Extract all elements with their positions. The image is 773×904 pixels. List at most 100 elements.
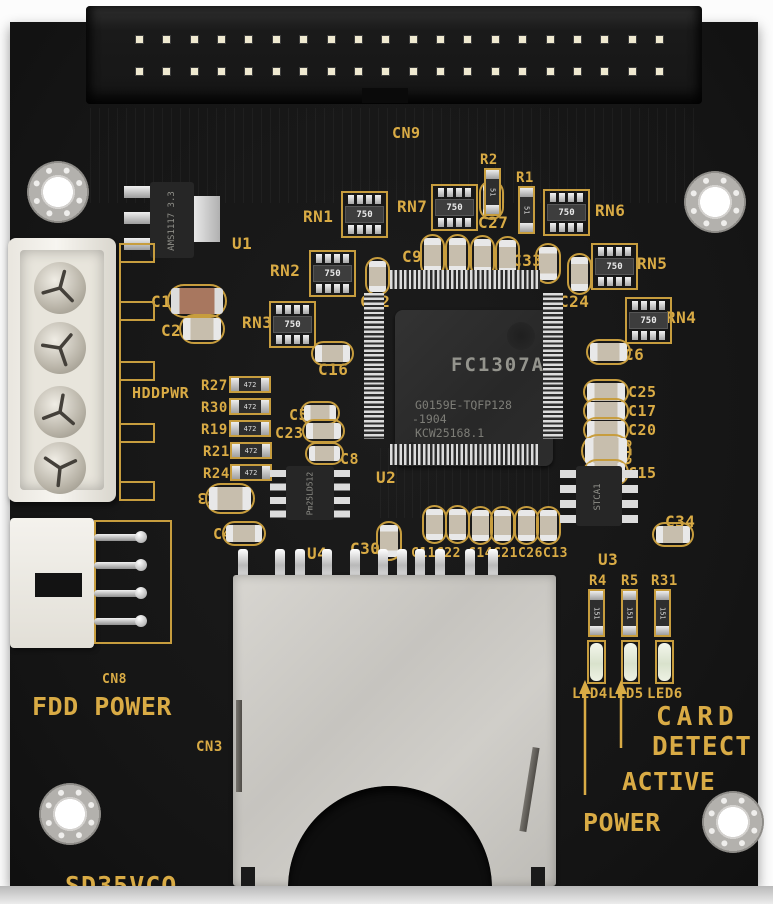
ide-pin [135,35,144,44]
rn-pins-bottom [273,335,312,344]
capacitor-body [309,446,340,461]
silkscreen-label-cn8: CN8 [102,672,127,687]
capacitor-body [171,288,223,314]
flash-pins-left [270,470,286,520]
ide-pin [490,67,500,76]
flash-marking: Pm25LD512 [305,471,315,516]
ide-40pin-connector [86,6,702,104]
sd-slot-notch [531,867,545,886]
capacitor [179,314,225,344]
silkscreen-label-power: POWER [583,808,661,837]
capacitor [205,483,255,514]
silkscreen-label-u1: U1 [232,234,253,253]
resistor-end [232,444,240,457]
hole-via-dot [720,219,728,228]
flash-memory-chip: Pm25LD512 [286,466,334,520]
resistor-end [590,591,603,600]
capacitor-body [474,239,491,274]
ide-pin [162,35,172,44]
silkscreen-label-r2: R2 [480,152,498,168]
chip-pins-left [364,293,384,439]
resistor-end [656,591,669,600]
sd-pin [295,549,305,576]
resistor-end [262,444,270,457]
capacitor-body [540,510,557,541]
capacitor-body [590,343,627,361]
capacitor-body [518,510,535,541]
resistor-end [231,422,239,435]
main-controller-chip: FC1307A G0159E-TQFP128 -1904 KCW25168.1 [395,310,553,466]
sd-slot-pins [233,549,556,576]
rn-pins-top [273,305,312,314]
fdd-pin [94,531,147,543]
led-body [658,643,671,681]
resistor-network: 750 [309,250,356,297]
ide-pin [408,67,418,76]
resistor-end [520,188,533,197]
silkscreen-label-c2: C2 [161,321,182,340]
rn-pins-top [547,193,586,202]
silkscreen-label-rn2: RN2 [270,261,301,280]
led-body [624,643,637,681]
resistor-end [232,466,240,479]
led [655,640,674,684]
resistor-end [486,205,499,214]
sd-slot-notch [241,867,255,886]
silkscreen-label-r24: R24 [203,466,230,482]
ide-pin [353,35,363,44]
silkscreen-label-u4: U4 [307,544,328,563]
silkscreen-label-r5: R5 [621,573,639,589]
ide-pin [353,67,363,76]
regulator-tab [194,196,220,242]
mounting-hole [702,791,764,853]
hole-via-dot [689,189,698,198]
silkscreen-label-r30: R30 [201,400,228,416]
hole-via-dot [45,166,53,175]
sd-pin [238,549,248,576]
rn-pins-top [629,301,668,310]
capacitor-body [571,257,588,291]
fdd-pin-tip [135,531,147,543]
chip-pins-top [390,270,540,289]
hole-via-dot [57,831,66,840]
resistor-end [261,378,269,391]
resistor: 51 [518,186,535,234]
u3-marking: STCA1 [593,483,603,511]
silkscreen-label-c23: C23 [275,424,304,442]
silkscreen-label-led5: LED5 [608,686,644,702]
rn-pins-bottom [595,277,634,286]
molex-socket [34,386,86,438]
silkscreen-label-rn1: RN1 [303,207,334,226]
resistor-end [656,626,669,635]
capacitor-body [494,510,511,541]
chip-marking-line3: -1904 [412,412,447,426]
hole-via-dot [87,801,96,809]
hole-via-dot [707,827,716,835]
sd-pin [435,549,445,576]
resistor-end [231,400,239,413]
ide-pin [655,35,665,44]
silkscreen-label-led4: LED4 [572,686,608,702]
ide-pin [600,67,610,76]
fdd-power-connector [10,518,94,648]
hole-via-dot [75,179,84,187]
mounting-hole [684,171,746,233]
resistor-end [590,626,603,635]
capacitor [536,506,561,545]
hole-via-dot [719,176,728,185]
silkscreen-label-c25: C25 [628,383,657,401]
fdd-pin [94,559,147,571]
hole-via-dot [689,207,698,215]
capacitor [302,419,345,443]
sd-card-slot [233,575,556,886]
molex-socket [34,442,86,494]
hole-via-dot [750,826,759,835]
capacitor-body [587,383,625,401]
hole-via-dot [75,831,83,840]
ide-pin [299,67,309,76]
hole-via-dot [738,839,746,848]
capacitor [652,522,694,547]
sd-pin [350,549,360,576]
resistor-network: 750 [269,301,316,348]
